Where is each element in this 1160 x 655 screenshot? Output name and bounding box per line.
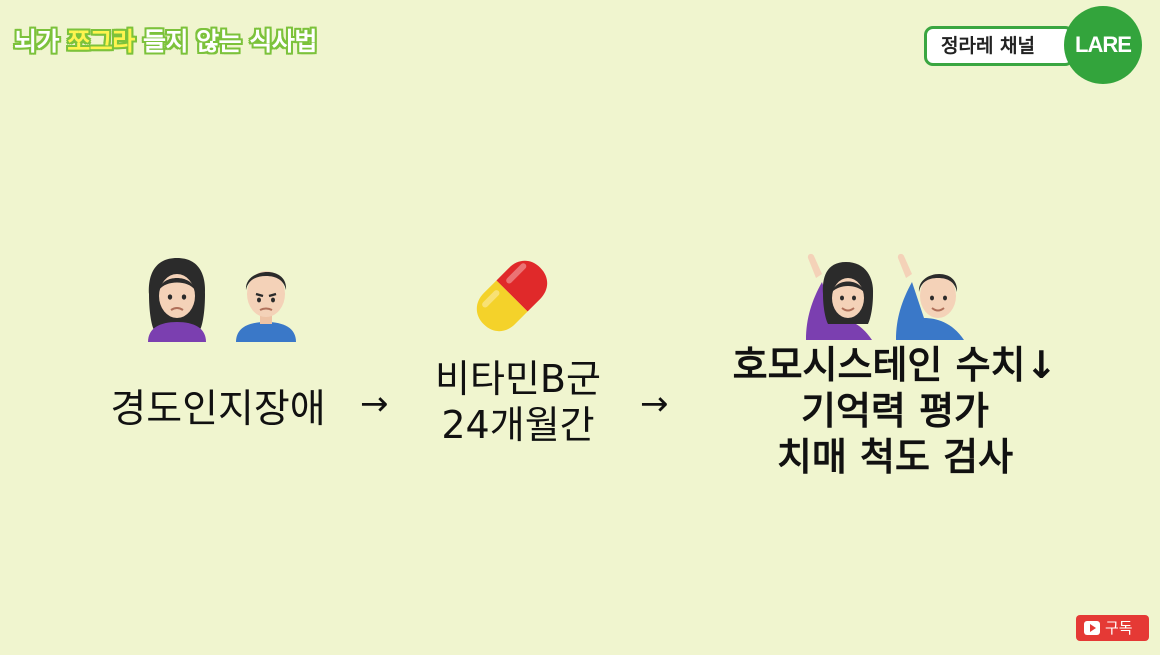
- man-frowning-icon: [236, 271, 296, 342]
- man-raising-hand-icon: [896, 253, 964, 340]
- woman-raising-hand-icon: [806, 253, 874, 340]
- video-title: 뇌가 쪼그라 들지 않는 식사법: [14, 27, 317, 56]
- step-homocysteine-outcomes: 호모시스테인 수치↓ 기억력 평가 치매 척도 검사: [732, 343, 1058, 479]
- woman-frowning-icon: [148, 258, 206, 342]
- title-highlight: 쪼그라: [67, 27, 135, 56]
- arrow-right: →: [360, 384, 389, 424]
- channel-name-badge: 정라레 채널: [924, 26, 1074, 66]
- step-mild-cognitive-impairment: 경도인지장애: [110, 387, 326, 432]
- channel-logo: LARE: [1064, 6, 1142, 84]
- pill-capsule-icon: [476, 260, 548, 332]
- step-vitamin-b-24-months: 비타민B군 24개월간: [435, 357, 601, 447]
- play-icon: [1084, 621, 1100, 635]
- subscribe-button[interactable]: 구독: [1076, 615, 1149, 641]
- arrow-right: →: [640, 384, 669, 424]
